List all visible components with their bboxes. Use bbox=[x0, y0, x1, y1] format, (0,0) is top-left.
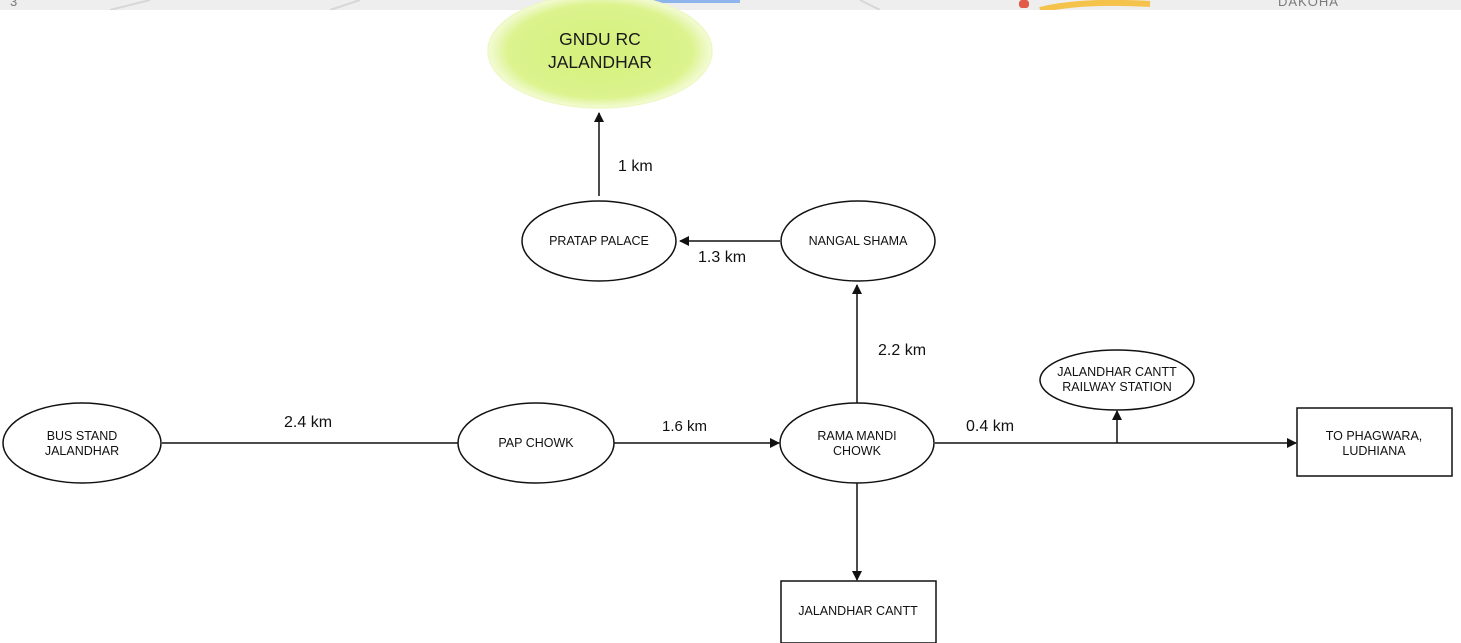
node-gndu-destination: GNDU RC JALANDHAR bbox=[487, 0, 713, 109]
node-jalandhar-cantt: JALANDHAR CANTT bbox=[780, 580, 937, 643]
nangal-shama-label: NANGAL SHAMA bbox=[809, 234, 909, 248]
bus-stand-label-line1: BUS STAND bbox=[47, 429, 118, 443]
edge-labels: 1 km 1.3 km 2.2 km 2.4 km 1.6 km 0.4 km bbox=[284, 158, 1014, 435]
phagwara-label-line2: LUDHIANA bbox=[1342, 444, 1406, 458]
node-cantt-railway-station: JALANDHAR CANTT RAILWAY STATION bbox=[1039, 349, 1195, 411]
node-nangal-shama: NANGAL SHAMA bbox=[780, 200, 936, 282]
distance-label-1km: 1 km bbox=[618, 158, 653, 175]
edges bbox=[162, 112, 1297, 581]
destination-ellipse bbox=[487, 0, 713, 109]
node-pratap-palace: PRATAP PALACE bbox=[521, 200, 677, 282]
distance-label-0-4km: 0.4 km bbox=[966, 418, 1014, 435]
highway-segment bbox=[1039, 0, 1151, 10]
gndu-label-line1: GNDU RC bbox=[559, 29, 641, 49]
cantt-station-label-line2: RAILWAY STATION bbox=[1062, 380, 1172, 394]
map-fragment-right: DAKOHA bbox=[1278, 0, 1339, 9]
rama-mandi-label-line1: RAMA MANDI bbox=[817, 429, 896, 443]
jalandhar-cantt-label: JALANDHAR CANTT bbox=[798, 604, 918, 618]
node-phagwara-ludhiana: TO PHAGWARA, LUDHIANA bbox=[1296, 407, 1453, 477]
phagwara-label-line1: TO PHAGWARA, bbox=[1326, 429, 1423, 443]
node-rama-mandi-chowk: RAMA MANDI CHOWK bbox=[779, 402, 935, 484]
map-fragment-left: 3 bbox=[10, 0, 19, 9]
map-water-segment bbox=[650, 0, 740, 3]
distance-label-1-6km: 1.6 km bbox=[662, 418, 707, 435]
pratap-palace-label: PRATAP PALACE bbox=[549, 234, 649, 248]
distance-label-2-4km: 2.4 km bbox=[284, 414, 332, 431]
map-pin-icon bbox=[1019, 0, 1029, 8]
node-pap-chowk: PAP CHOWK bbox=[457, 402, 615, 484]
map-roads bbox=[109, 0, 1151, 10]
bus-stand-label-line2: JALANDHAR bbox=[45, 444, 119, 458]
map-background-strip: 3 DAKOHA bbox=[0, 0, 1461, 10]
node-bus-stand: BUS STAND JALANDHAR bbox=[2, 402, 162, 484]
cantt-station-label-line1: JALANDHAR CANTT bbox=[1057, 365, 1177, 379]
rama-mandi-label-line2: CHOWK bbox=[833, 444, 882, 458]
pap-chowk-label: PAP CHOWK bbox=[498, 436, 574, 450]
distance-label-1-3km: 1.3 km bbox=[698, 249, 746, 266]
distance-label-2-2km: 2.2 km bbox=[878, 342, 926, 359]
gndu-label-line2: JALANDHAR bbox=[548, 52, 652, 72]
